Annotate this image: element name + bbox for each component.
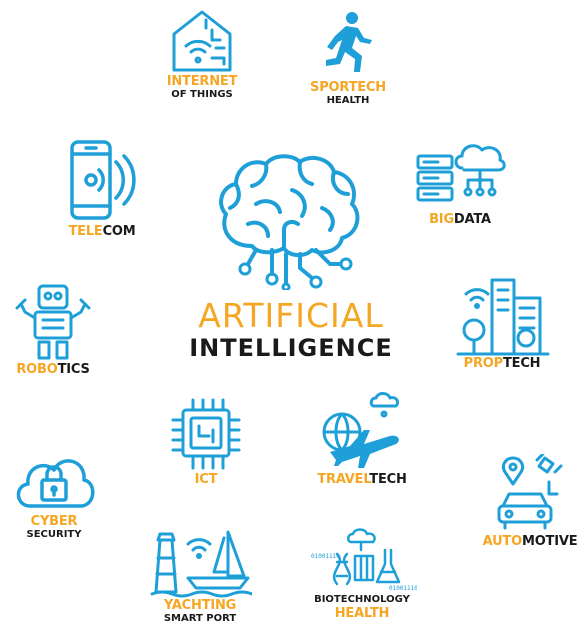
cloud-lock-icon [16,459,95,508]
bigdata-rest: DATA [453,212,491,227]
brain-circuit-icon [219,154,360,290]
traveltech-rest: TECH [369,472,407,487]
proptech-accent: PROP [463,356,504,371]
title-artificial: ARTIFICIAL [198,296,384,335]
item-automotive: AUTOMOTIVE [474,454,586,549]
microchip-icon [171,398,241,470]
item-proptech: PROPTECH [446,272,558,371]
item-yachting-smart-port: YACHTING SMART PORT [146,524,254,625]
server-cloud-icon [416,144,506,202]
cyber-label: CYBER [30,514,78,529]
smart-house-icon [172,10,232,72]
smartphone-signal-icon [70,140,136,220]
proptech-rest: TECH [502,356,541,371]
item-traveltech: TRAVELTECH [304,392,420,487]
svg-text:01001110: 01001110 [389,585,417,592]
robotics-label: ROBOTICS [6,362,100,377]
item-internet-of-things: INTERNET OF THINGS [150,6,254,101]
biotech-lab-icon: 01001110 01001110 [311,528,417,592]
traveltech-label: TRAVELTECH [304,472,420,487]
biotech-sublabel: BIOTECHNOLOGY [314,594,410,605]
automotive-rest: MOTIVE [521,534,578,549]
item-biotechnology-health: 01001110 01001110 BIOTECHNOLOGY HEALTH [300,528,424,621]
sportech-sublabel: HEALTH [326,95,370,106]
traveltech-accent: TRAVEL [317,472,370,487]
item-cyber-security: CYBER SECURITY [10,446,98,541]
item-big-data: BIGDATA [408,140,512,227]
proptech-label: PROPTECH [446,356,558,371]
item-robotics: ROBOTICS [6,280,100,377]
iot-sublabel: OF THINGS [171,89,233,100]
runner-icon [326,12,372,72]
item-telecom: TELECOM [52,138,152,239]
telecom-rest: COM [102,224,136,239]
lighthouse-yacht-icon [150,530,252,598]
yachting-sublabel: SMART PORT [163,613,237,624]
svg-text:01001110: 01001110 [311,553,340,560]
biotech-label: HEALTH [334,606,390,621]
robot-icon [15,284,91,360]
center-title: ARTIFICIAL INTELLIGENCE [160,296,422,363]
automotive-accent: AUTO [482,534,523,549]
telecom-label: TELECOM [52,224,152,239]
robotics-accent: ROBO [16,362,58,377]
bigdata-accent: BIG [429,212,454,227]
telecom-accent: TELE [68,224,103,239]
item-sportech-health: SPORTECH HEALTH [296,10,400,107]
ict-label: ICT [194,472,218,487]
airplane-globe-icon [322,392,400,468]
yachting-label: YACHTING [163,598,237,613]
automotive-label: AUTOMOTIVE [474,534,586,549]
item-ict: ICT [166,396,246,487]
connected-car-icon [497,454,563,530]
cyber-sublabel: SECURITY [26,529,82,540]
smart-buildings-icon [456,278,550,356]
bigdata-label: BIGDATA [408,212,512,227]
iot-label: INTERNET [166,74,238,89]
sportech-label: SPORTECH [310,80,386,95]
robotics-rest: TICS [57,362,90,377]
title-intelligence: INTELLIGENCE [189,334,393,362]
